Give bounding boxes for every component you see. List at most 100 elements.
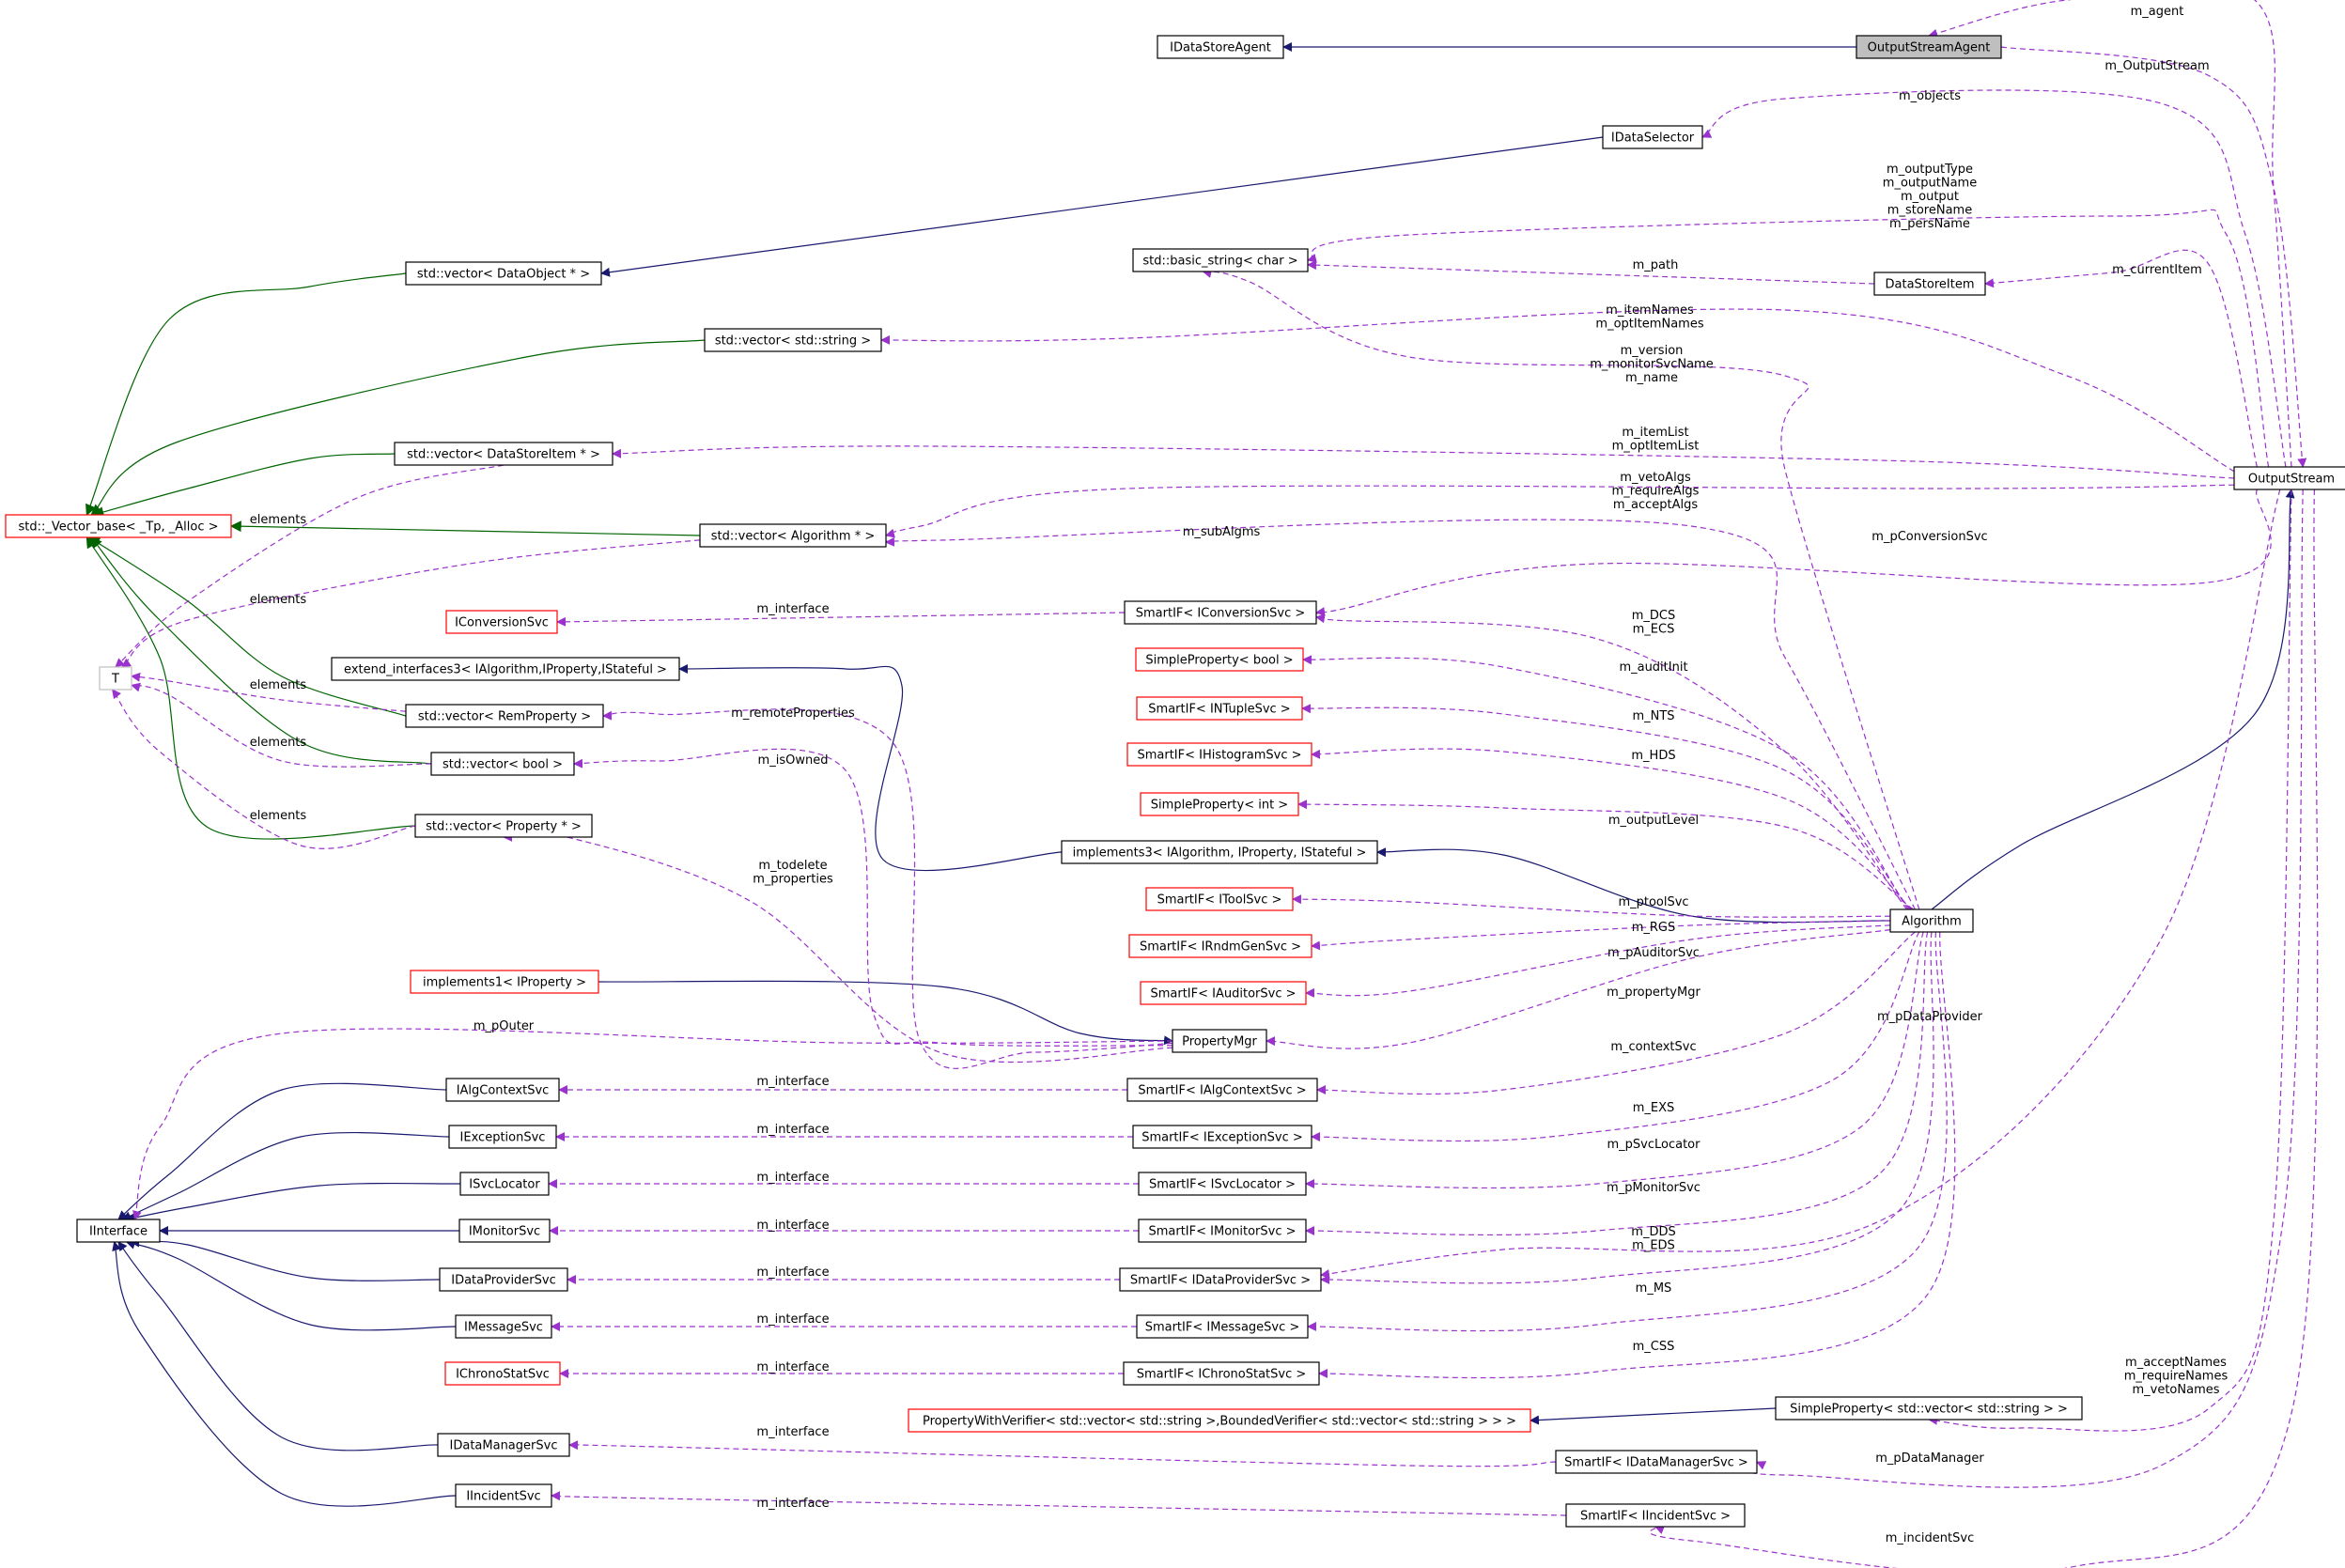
- class-node-vecRemProperty[interactable]: std::vector< RemProperty >: [405, 704, 604, 728]
- nodes-layer: IDataStoreAgent OutputStreamAgentIDataSel…: [5, 35, 2345, 1528]
- class-node-OutputStream[interactable]: OutputStream: [2233, 466, 2345, 490]
- node-label: std::basic_string< char >: [1142, 255, 1297, 269]
- edge-label-hds: m_HDS: [1631, 749, 1675, 763]
- class-node-SmartIFAuditor[interactable]: SmartIF< IAuditorSvc >: [1140, 981, 1307, 1005]
- class-node-SmartIFChrono[interactable]: SmartIF< IChronoStatSvc >: [1123, 1361, 1320, 1386]
- class-node-ISvcLocator[interactable]: ISvcLocator: [459, 1172, 550, 1196]
- class-node-SmartIFNTuple[interactable]: SmartIF< INTupleSvc >: [1136, 696, 1303, 721]
- inheritance-edge-vecAlgorithm-to-VectorBase: [229, 520, 701, 536]
- node-label: extend_interfaces3< IAlgorithm,IProperty…: [344, 663, 667, 677]
- class-node-SmartIFHistogram[interactable]: SmartIF< IHistogramSvc >: [1126, 742, 1312, 767]
- class-node-SmartIFTool[interactable]: SmartIF< IToolSvc >: [1145, 887, 1294, 911]
- class-node-SmartIFSvcLocator[interactable]: SmartIF< ISvcLocator >: [1138, 1172, 1307, 1196]
- usage-edge-OutputStream-to-OutputStreamAgent: [1928, 0, 2292, 468]
- class-node-IDataStoreAgent[interactable]: IDataStoreAgent: [1157, 35, 1284, 59]
- node-box: [76, 1219, 161, 1243]
- node-label: std::vector< std::string >: [715, 334, 871, 349]
- node-box: [1135, 647, 1304, 672]
- node-label: SmartIF< IMonitorSvc >: [1148, 1225, 1296, 1239]
- class-node-IConversionSvc[interactable]: IConversionSvc: [445, 610, 558, 634]
- inheritance-edge-IDataProviderSvc-to-IInterface: [130, 1237, 441, 1281]
- node-label: Algorithm: [1902, 915, 1962, 929]
- class-node-SmartIFMonitor[interactable]: SmartIF< IMonitorSvc >: [1138, 1219, 1307, 1243]
- class-node-vecDataObject[interactable]: std::vector< DataObject * >: [405, 261, 602, 286]
- class-node-PropertyWithVerifier[interactable]: PropertyWithVerifier< std::vector< std::…: [908, 1408, 1531, 1433]
- class-node-IChronoStatSvc[interactable]: IChronoStatSvc: [444, 1361, 561, 1386]
- node-label: implements1< IProperty >: [423, 976, 586, 990]
- node-box: [394, 442, 613, 466]
- class-node-VectorBase[interactable]: std::_Vector_base< _Tp, _Alloc >: [5, 514, 232, 538]
- edge-label-line: m_interface: [756, 602, 829, 616]
- class-node-vecString[interactable]: std::vector< std::string >: [704, 328, 882, 352]
- class-node-SimplePropertyVecString[interactable]: SimpleProperty< std::vector< std::string…: [1775, 1396, 2083, 1421]
- class-node-IExceptionSvc[interactable]: IExceptionSvc: [448, 1125, 557, 1149]
- class-node-IMonitorSvc[interactable]: IMonitorSvc: [458, 1219, 551, 1243]
- class-node-extendInterfaces3[interactable]: extend_interfaces3< IAlgorithm,IProperty…: [331, 657, 680, 681]
- class-node-SmartIFAlgContext[interactable]: SmartIF< IAlgContextSvc >: [1126, 1078, 1318, 1102]
- class-node-SmartIFException[interactable]: SmartIF< IExceptionSvc >: [1132, 1125, 1312, 1149]
- class-node-DataStoreItem[interactable]: DataStoreItem: [1873, 272, 1986, 296]
- class-node-SmartIFMessage[interactable]: SmartIF< IMessageSvc >: [1136, 1314, 1309, 1339]
- inheritance-edge-vecRemProperty-to-VectorBase: [87, 536, 407, 717]
- edge-label-interface_loc: m_interface: [756, 1171, 829, 1185]
- class-node-IDataManagerSvc[interactable]: IDataManagerSvc: [437, 1433, 570, 1457]
- edge-label-isowned: m_isOwned: [758, 753, 829, 768]
- edge-label-interface_conv: m_interface: [756, 602, 829, 616]
- class-node-vecDataStoreItem[interactable]: std::vector< DataStoreItem * >: [394, 442, 613, 466]
- edge-label-nts: m_NTS: [1632, 709, 1674, 723]
- class-node-vecProperty[interactable]: std::vector< Property * >: [414, 814, 593, 838]
- class-node-IDataProviderSvc[interactable]: IDataProviderSvc: [439, 1267, 568, 1292]
- class-node-OutputStreamAgent[interactable]: OutputStreamAgent: [1856, 35, 2002, 59]
- node-label: std::vector< RemProperty >: [418, 710, 591, 724]
- class-node-IDataSelector[interactable]: IDataSelector: [1602, 125, 1703, 149]
- class-node-IAlgContextSvc[interactable]: IAlgContextSvc: [445, 1078, 560, 1102]
- usage-edge-Algorithm-to-SimplePropertyInt: [1297, 800, 1914, 910]
- edge-label-line: m_CSS: [1633, 1340, 1675, 1354]
- class-node-implements1[interactable]: implements1< IProperty >: [410, 970, 599, 994]
- class-node-SmartIFIncident[interactable]: SmartIF< IIncidentSvc >: [1565, 1503, 1746, 1528]
- class-node-basicString[interactable]: std::basic_string< char >: [1132, 248, 1309, 272]
- class-node-IIncidentSvc[interactable]: IIncidentSvc: [455, 1483, 552, 1508]
- class-node-vecBool[interactable]: std::vector< bool >: [430, 752, 575, 776]
- edge-label-line: m_vetoAlgs: [1620, 471, 1691, 485]
- usage-edge-Algorithm-to-SmartIFMonitor: [1305, 931, 1929, 1236]
- class-node-vecAlgorithm[interactable]: std::vector< Algorithm * >: [699, 523, 887, 548]
- edge-labels-layer: m_agentm_OutputStreamm_objectsm_outputTy…: [250, 5, 2229, 1545]
- class-node-SmartIFConversion[interactable]: SmartIF< IConversionSvc >: [1124, 600, 1317, 625]
- class-node-Algorithm[interactable]: Algorithm: [1889, 908, 1974, 933]
- edge-label-line: m_currentItem: [2112, 263, 2202, 277]
- edge-label-line: m_acceptNames: [2125, 1356, 2227, 1370]
- node-label: SmartIF< IRndmGenSvc >: [1140, 940, 1301, 955]
- edge-label-line: m_interface: [756, 1497, 829, 1511]
- node-box: [1119, 1267, 1322, 1292]
- class-node-implements3[interactable]: implements3< IAlgorithm, IProperty, ISta…: [1061, 840, 1378, 864]
- class-node-T[interactable]: T: [99, 666, 132, 691]
- inheritance-edge-vecBool-to-VectorBase: [90, 536, 432, 765]
- edge-label-line: m_contextSvc: [1610, 1040, 1696, 1054]
- node-box: [1602, 125, 1703, 149]
- edge-label-line: m_interface: [756, 1312, 829, 1327]
- class-node-SimplePropertyInt[interactable]: SimpleProperty< int >: [1140, 792, 1299, 816]
- edge-label-line: m_interface: [756, 1265, 829, 1280]
- class-node-SmartIFDataProvider[interactable]: SmartIF< IDataProviderSvc >: [1119, 1267, 1322, 1292]
- usage-edge-OutputStream-to-vecAlgorithm: [885, 484, 2235, 538]
- edge-label-line: m_HDS: [1631, 749, 1675, 763]
- node-box: [1856, 35, 2002, 59]
- class-node-PropertyMgr[interactable]: PropertyMgr: [1172, 1029, 1267, 1053]
- usage-edge-OutputStream-to-SmartIFDataManager: [1747, 489, 2304, 1488]
- class-node-SimplePropertyBool[interactable]: SimpleProperty< bool >: [1135, 647, 1304, 672]
- edge-label-line: m_objects: [1899, 89, 1961, 103]
- edge-label-line: m_interface: [756, 1123, 829, 1137]
- class-node-SmartIFDataManager[interactable]: SmartIF< IDataManagerSvc >: [1555, 1450, 1758, 1474]
- class-node-IInterface[interactable]: IInterface: [76, 1219, 161, 1243]
- inheritance-edge-SimplePropertyVecString-to-PropertyWithVerifier: [1530, 1407, 1777, 1425]
- class-node-SmartIFRndm[interactable]: SmartIF< IRndmGenSvc >: [1128, 934, 1312, 958]
- class-node-IMessageSvc[interactable]: IMessageSvc: [455, 1314, 552, 1339]
- node-box: [405, 261, 602, 286]
- node-label: SmartIF< IHistogramSvc >: [1137, 749, 1301, 763]
- edge-label-line: m_version: [1621, 344, 1684, 358]
- edge-label-interface_inc: m_interface: [756, 1497, 829, 1511]
